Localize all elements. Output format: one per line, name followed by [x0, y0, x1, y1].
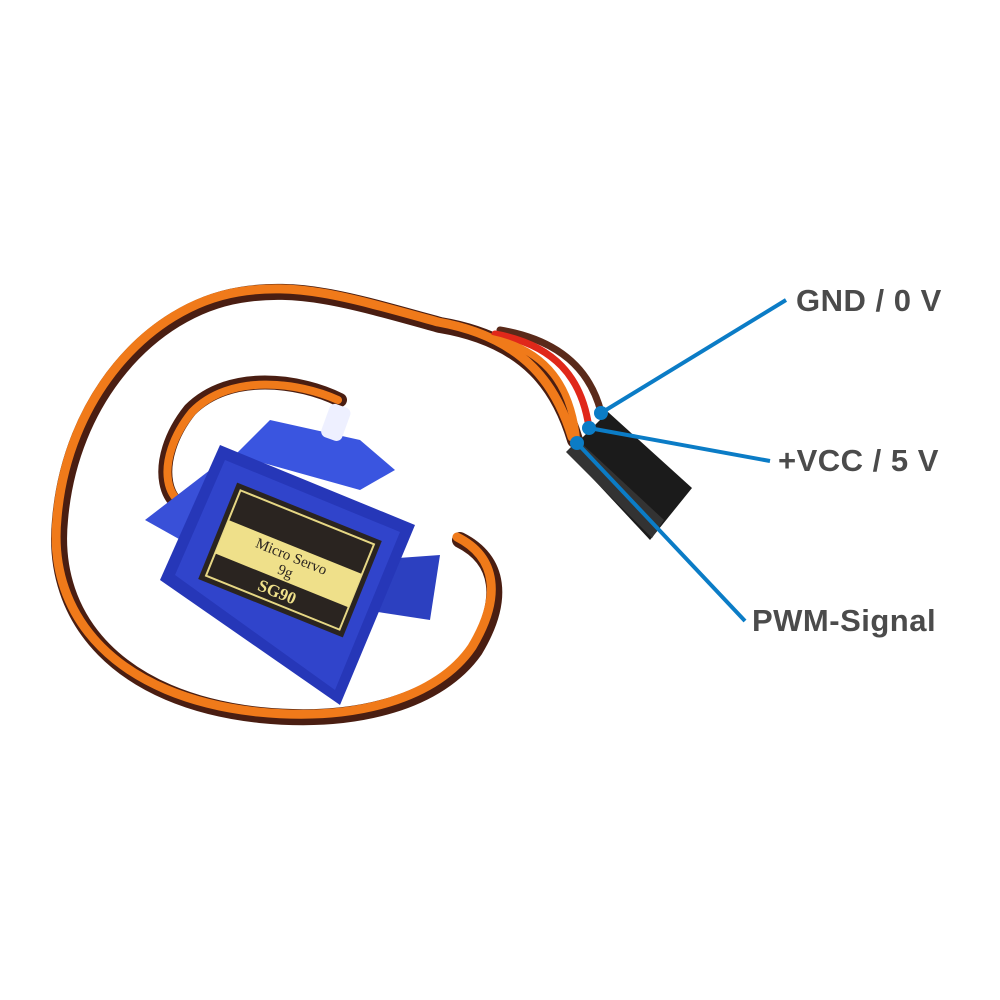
servo-body: Micro Servo 9g SG90	[145, 403, 440, 705]
servo-label-weight: 9g	[275, 562, 295, 583]
vcc-label: +VCC / 5 V	[778, 443, 939, 478]
callouts	[570, 298, 788, 623]
gnd-pin-dot	[594, 406, 608, 420]
pwm-callout-line	[575, 441, 747, 623]
gnd-callout-line	[599, 298, 788, 415]
gnd-label: GND / 0 V	[796, 283, 942, 318]
servo-connector	[566, 412, 692, 540]
vcc-pin-dot	[582, 421, 596, 435]
vcc-callout-line	[588, 426, 771, 463]
pwm-pin-dot	[570, 436, 584, 450]
pwm-label: PWM-Signal	[752, 603, 937, 638]
servo-label: Micro Servo 9g SG90	[198, 482, 382, 638]
